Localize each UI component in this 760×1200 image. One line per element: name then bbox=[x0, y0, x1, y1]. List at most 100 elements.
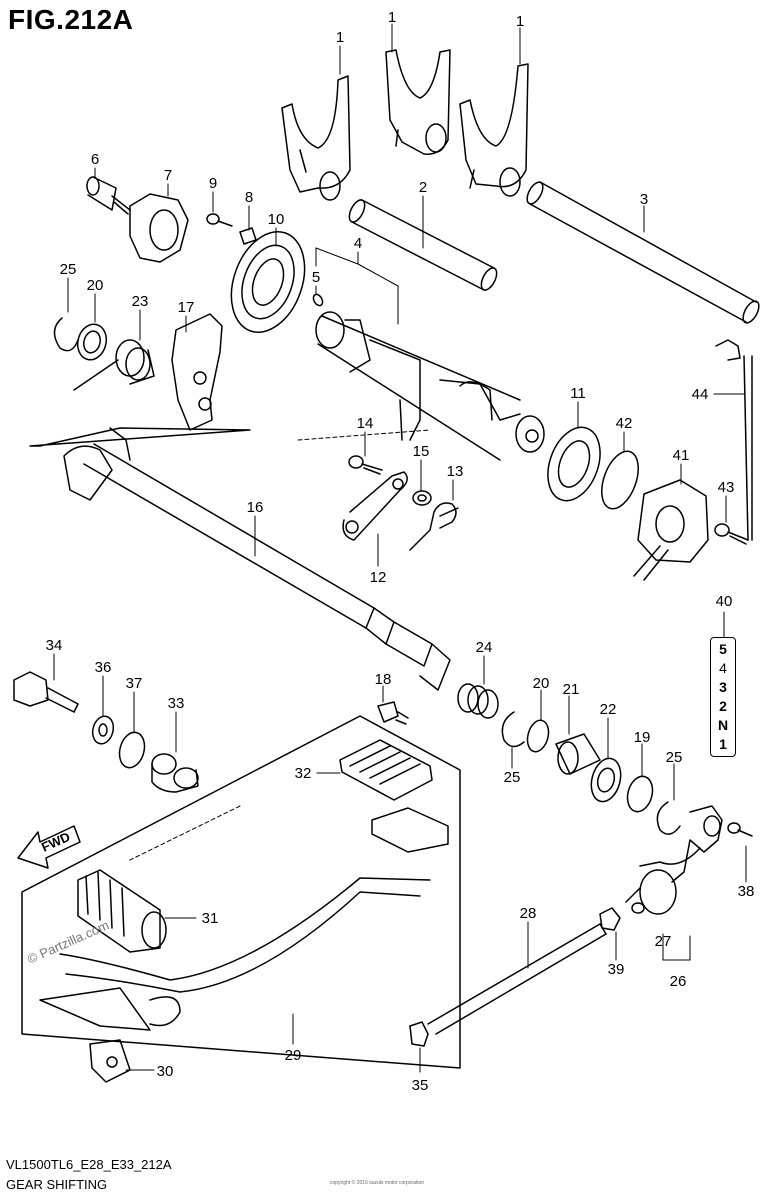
callout-33[interactable]: 33 bbox=[168, 695, 185, 712]
callout-25[interactable]: 25 bbox=[60, 261, 77, 278]
callout-3[interactable]: 3 bbox=[640, 191, 648, 208]
callout-40[interactable]: 40 bbox=[716, 593, 733, 610]
gearshift-shaft bbox=[29, 427, 451, 691]
forward-direction-arrow: FWD bbox=[17, 825, 81, 869]
bolt-18 bbox=[377, 701, 409, 725]
gear-position-indicator: 5 4 3 2 N 1 bbox=[710, 637, 736, 757]
cam-stopper-plate bbox=[129, 193, 189, 263]
callout-43[interactable]: 43 bbox=[718, 479, 735, 496]
callout-19[interactable]: 19 bbox=[634, 729, 651, 746]
callout-37[interactable]: 37 bbox=[126, 675, 143, 692]
callout-41[interactable]: 41 bbox=[673, 447, 690, 464]
circlip-upper bbox=[53, 317, 79, 352]
gear-position-n: N bbox=[717, 717, 729, 733]
nut-39 bbox=[599, 907, 621, 931]
callout-5[interactable]: 5 bbox=[312, 269, 320, 286]
spring-13 bbox=[409, 502, 459, 551]
washer-15 bbox=[412, 490, 432, 506]
callout-42[interactable]: 42 bbox=[616, 415, 633, 432]
washer-upper bbox=[76, 323, 108, 361]
ball-joint-27 bbox=[625, 869, 677, 915]
shift-fork-left bbox=[281, 75, 351, 201]
gear-position-switch-41 bbox=[633, 479, 709, 581]
callout-32[interactable]: 32 bbox=[295, 765, 312, 782]
gearshift-cam-drum bbox=[315, 311, 545, 461]
callout-7[interactable]: 7 bbox=[164, 167, 172, 184]
callout-34[interactable]: 34 bbox=[46, 637, 63, 654]
washer-36 bbox=[91, 715, 115, 745]
callout-18[interactable]: 18 bbox=[375, 671, 392, 688]
gear-position-1: 1 bbox=[719, 736, 727, 752]
callout-26[interactable]: 26 bbox=[670, 973, 687, 990]
callout-4[interactable]: 4 bbox=[354, 235, 362, 252]
callout-29[interactable]: 29 bbox=[285, 1047, 302, 1064]
copyright-note: copyright © 2016 suzuki motor corporatio… bbox=[330, 1180, 425, 1186]
nut-35 bbox=[409, 1021, 429, 1047]
callout-8[interactable]: 8 bbox=[245, 189, 253, 206]
circlip-25c bbox=[656, 801, 681, 835]
gear-position-2: 2 bbox=[719, 698, 727, 714]
bearing-11 bbox=[547, 426, 601, 502]
spring-24 bbox=[457, 683, 499, 719]
callout-17[interactable]: 17 bbox=[178, 299, 195, 316]
pedal-pad bbox=[371, 807, 449, 853]
callout-28[interactable]: 28 bbox=[520, 905, 537, 922]
callout-2[interactable]: 2 bbox=[419, 179, 427, 196]
circlip-25b bbox=[501, 711, 525, 748]
callout-39[interactable]: 39 bbox=[608, 961, 625, 978]
callout-36[interactable]: 36 bbox=[95, 659, 112, 676]
callout-30[interactable]: 30 bbox=[157, 1063, 174, 1080]
callout-38[interactable]: 38 bbox=[738, 883, 755, 900]
callout-1[interactable]: 1 bbox=[388, 9, 396, 26]
bearing-21 bbox=[555, 733, 601, 775]
callout-25[interactable]: 25 bbox=[504, 769, 521, 786]
callout-20[interactable]: 20 bbox=[533, 675, 550, 692]
callout-21[interactable]: 21 bbox=[563, 681, 580, 698]
callout-16[interactable]: 16 bbox=[247, 499, 264, 516]
shift-fork-right bbox=[459, 63, 529, 197]
callout-44[interactable]: 44 bbox=[692, 386, 709, 403]
callout-13[interactable]: 13 bbox=[447, 463, 464, 480]
callout-12[interactable]: 12 bbox=[370, 569, 387, 586]
return-spring-23 bbox=[73, 339, 155, 391]
callout-22[interactable]: 22 bbox=[600, 701, 617, 718]
bolt-14 bbox=[348, 455, 383, 475]
callout-14[interactable]: 14 bbox=[357, 415, 374, 432]
gearshift-rod-28 bbox=[427, 923, 607, 1035]
washer-20b bbox=[526, 719, 550, 753]
gear-position-3: 3 bbox=[719, 679, 727, 695]
shift-fork-center bbox=[385, 49, 451, 155]
o-ring-37 bbox=[118, 731, 146, 769]
callout-15[interactable]: 15 bbox=[413, 443, 430, 460]
callout-25[interactable]: 25 bbox=[666, 749, 683, 766]
callout-9[interactable]: 9 bbox=[209, 175, 217, 192]
fork-shaft-short bbox=[348, 199, 498, 291]
lock-washer-8 bbox=[239, 227, 257, 245]
cam-stopper-lever-12 bbox=[342, 471, 408, 541]
callout-23[interactable]: 23 bbox=[132, 293, 149, 310]
oil-seal-22 bbox=[590, 757, 622, 803]
callout-24[interactable]: 24 bbox=[476, 639, 493, 656]
gear-position-4: 4 bbox=[719, 660, 727, 676]
bearing-large bbox=[230, 231, 306, 333]
callout-1[interactable]: 1 bbox=[336, 29, 344, 46]
pedal-rubber-32 bbox=[339, 739, 433, 801]
callout-10[interactable]: 10 bbox=[268, 211, 285, 228]
callout-11[interactable]: 11 bbox=[570, 385, 586, 402]
gear-position-5: 5 bbox=[719, 641, 727, 657]
bolt-38 bbox=[727, 822, 753, 837]
gearshift-pedal-assembly bbox=[21, 715, 461, 1069]
callout-20[interactable]: 20 bbox=[87, 277, 104, 294]
bolt-43 bbox=[714, 523, 749, 545]
o-ring-42 bbox=[601, 450, 639, 510]
bush-33 bbox=[151, 753, 199, 793]
callout-6[interactable]: 6 bbox=[91, 151, 99, 168]
figure-title: FIG.212A bbox=[8, 4, 134, 35]
dowel-pin bbox=[312, 293, 324, 307]
callout-35[interactable]: 35 bbox=[412, 1077, 429, 1094]
callout-31[interactable]: 31 bbox=[202, 910, 219, 927]
callout-1[interactable]: 1 bbox=[516, 13, 524, 30]
callout-27[interactable]: 27 bbox=[655, 933, 672, 950]
bolt-34 bbox=[13, 671, 79, 713]
